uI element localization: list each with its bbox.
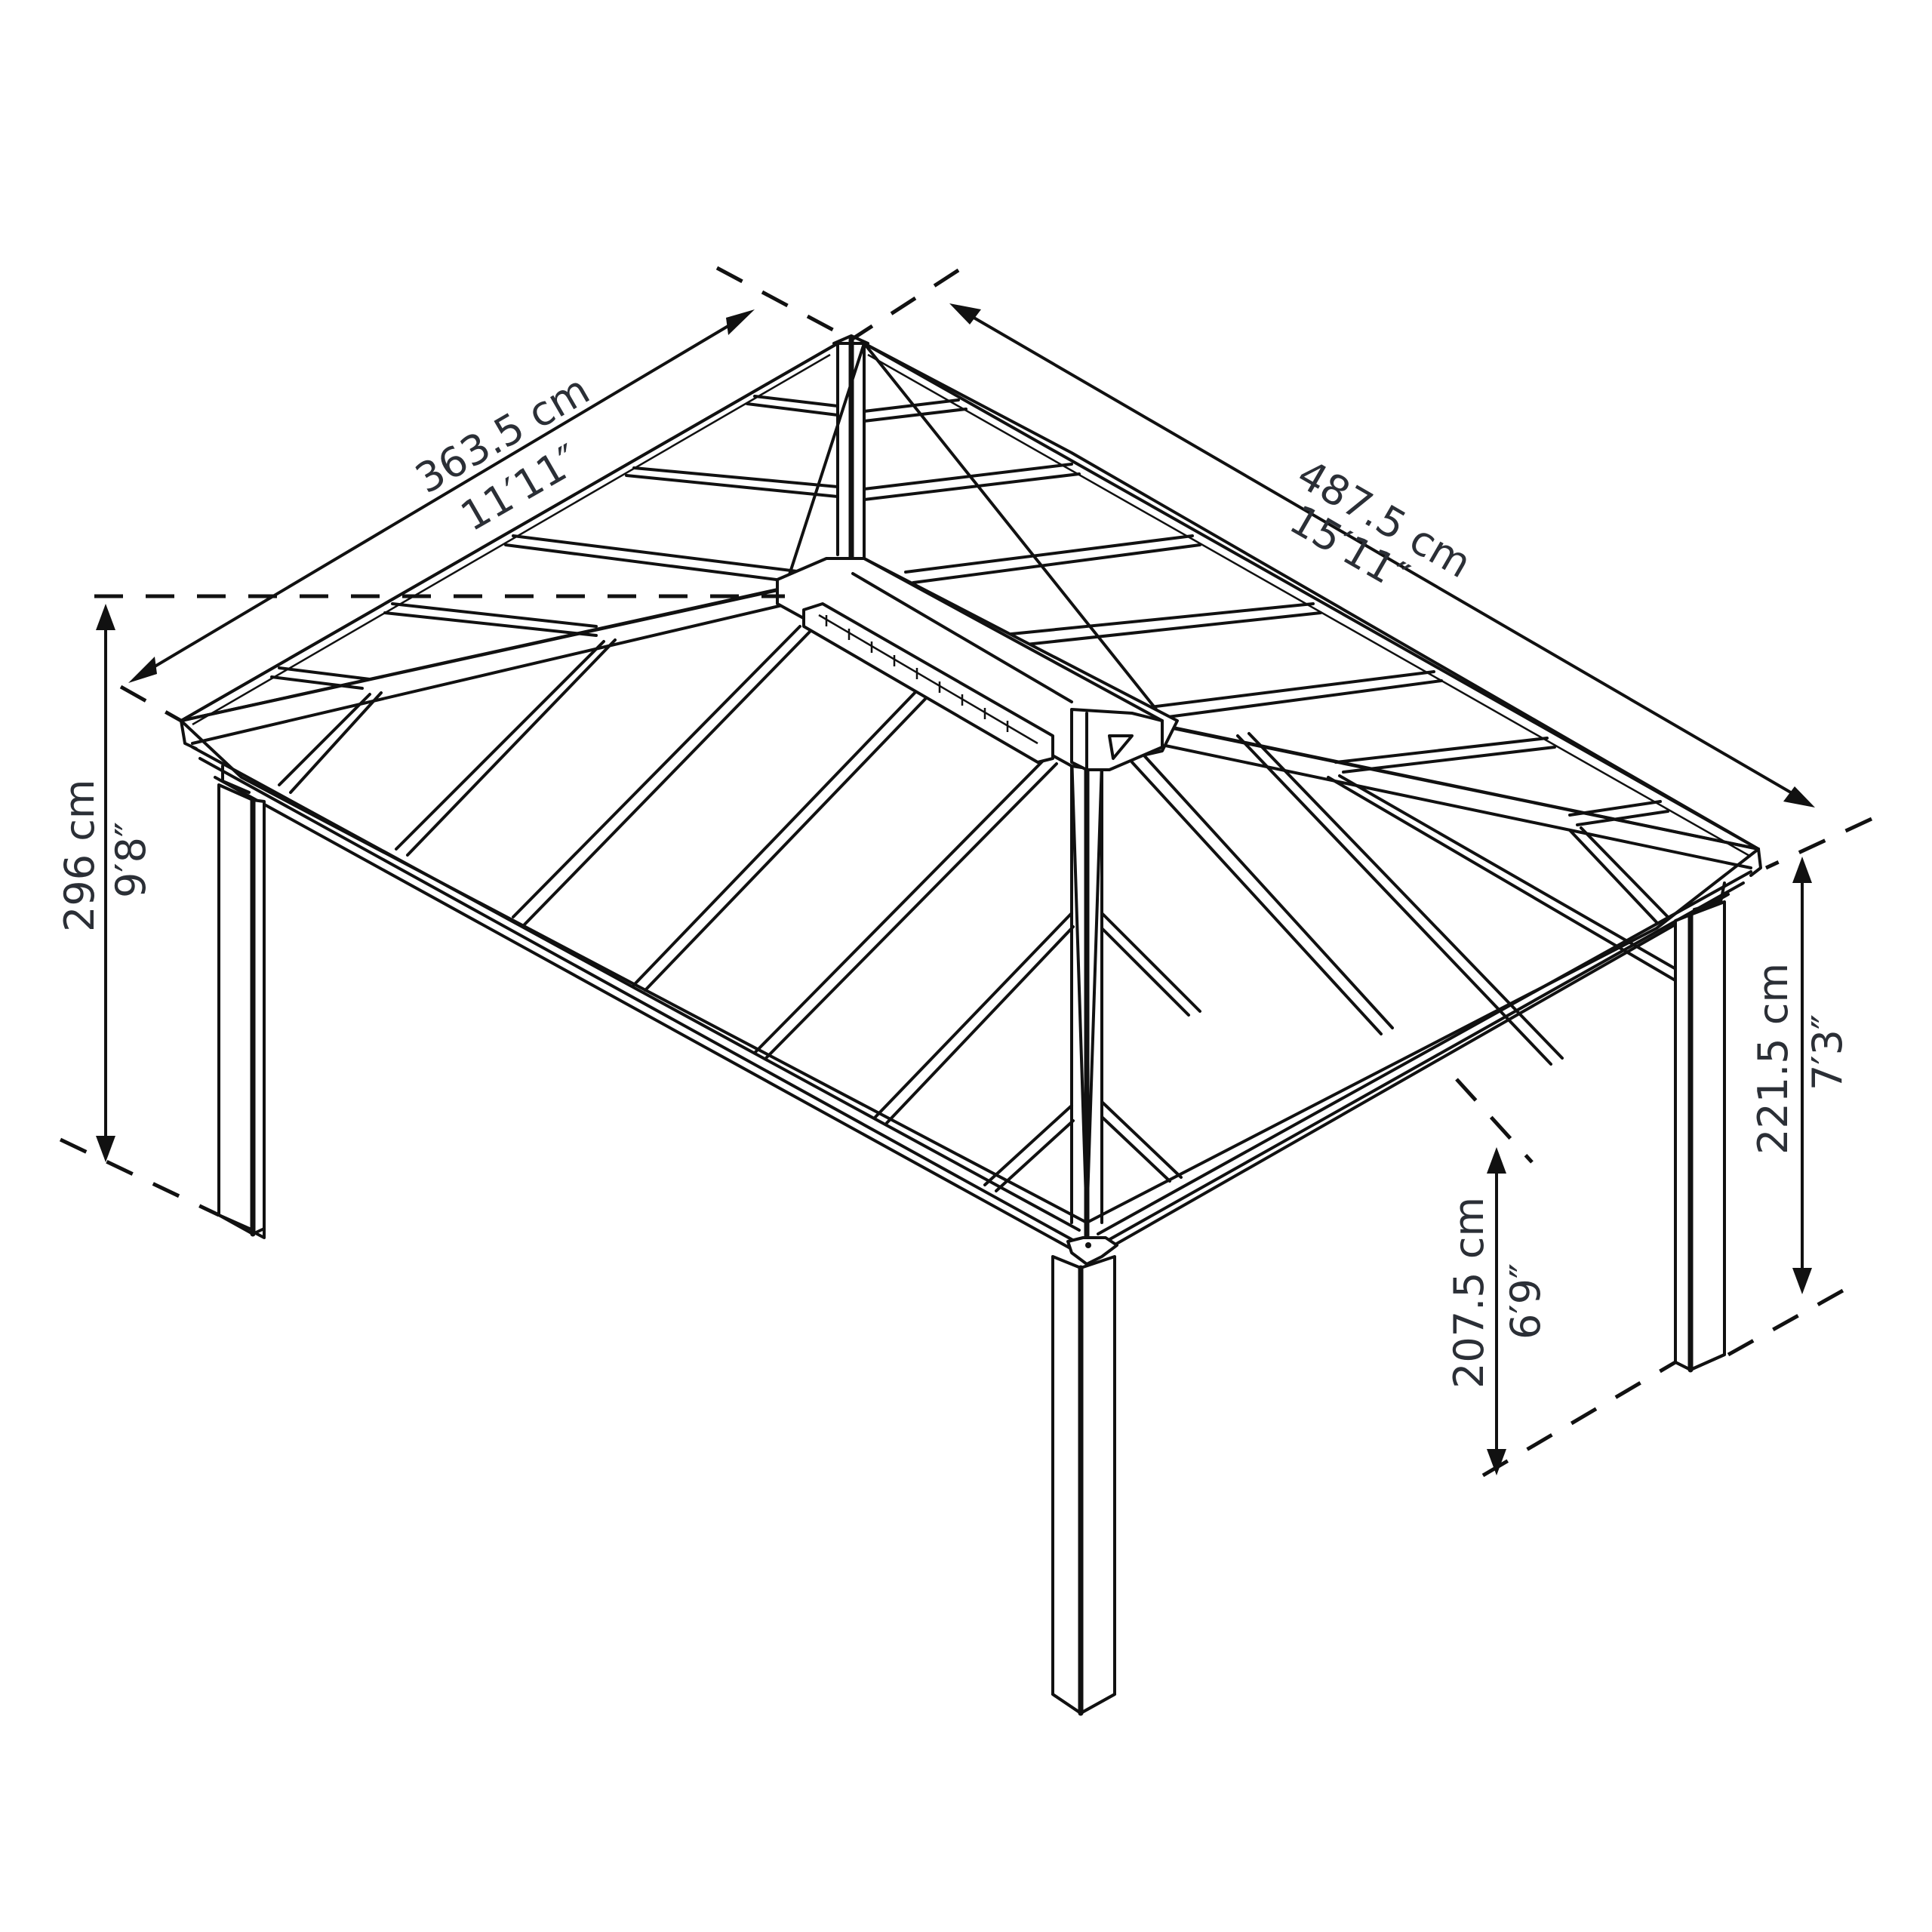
front-left-hip-rafter — [180, 587, 790, 745]
clearance-height-dimension-line — [1487, 1147, 1506, 1475]
eave-height-dimension-line — [1792, 857, 1812, 1294]
rear-hip-rafter — [832, 334, 869, 561]
depth-dimension-line — [128, 309, 755, 683]
gutter-front-right — [1097, 848, 1762, 1253]
width-dimension-line — [949, 303, 1815, 808]
vent-slats — [825, 615, 1009, 732]
front-corner-bracket — [1066, 1236, 1118, 1266]
post-right — [1674, 900, 1726, 1373]
purlins-rear-left — [270, 395, 839, 690]
total-height-dimension-line — [96, 604, 115, 1162]
dimension-arrows — [96, 303, 1815, 1475]
total-height-imperial-label: 9′8″ — [107, 822, 155, 898]
post-left — [217, 783, 266, 1239]
gutter-front-left — [180, 719, 1081, 1251]
eave-height-metric-label: 221.5 cm — [1749, 963, 1797, 1155]
ridge-vent-cap — [776, 557, 1179, 771]
front-hip-rafter — [1070, 761, 1103, 1241]
total-height-metric-label: 296 cm — [56, 779, 103, 932]
clearance-height-imperial-label: 6′9″ — [1502, 1263, 1549, 1340]
posts — [217, 783, 1726, 1716]
purlins-front-right — [1100, 732, 1696, 1183]
extension-lines — [59, 266, 1873, 1478]
clearance-height-metric-label: 207.5 cm — [1445, 1197, 1493, 1389]
roof — [180, 334, 1762, 1266]
post-front — [1051, 1255, 1116, 1716]
purlins-front-left — [278, 625, 1075, 1192]
eave-height-imperial-label: 7′3″ — [1804, 1014, 1851, 1091]
